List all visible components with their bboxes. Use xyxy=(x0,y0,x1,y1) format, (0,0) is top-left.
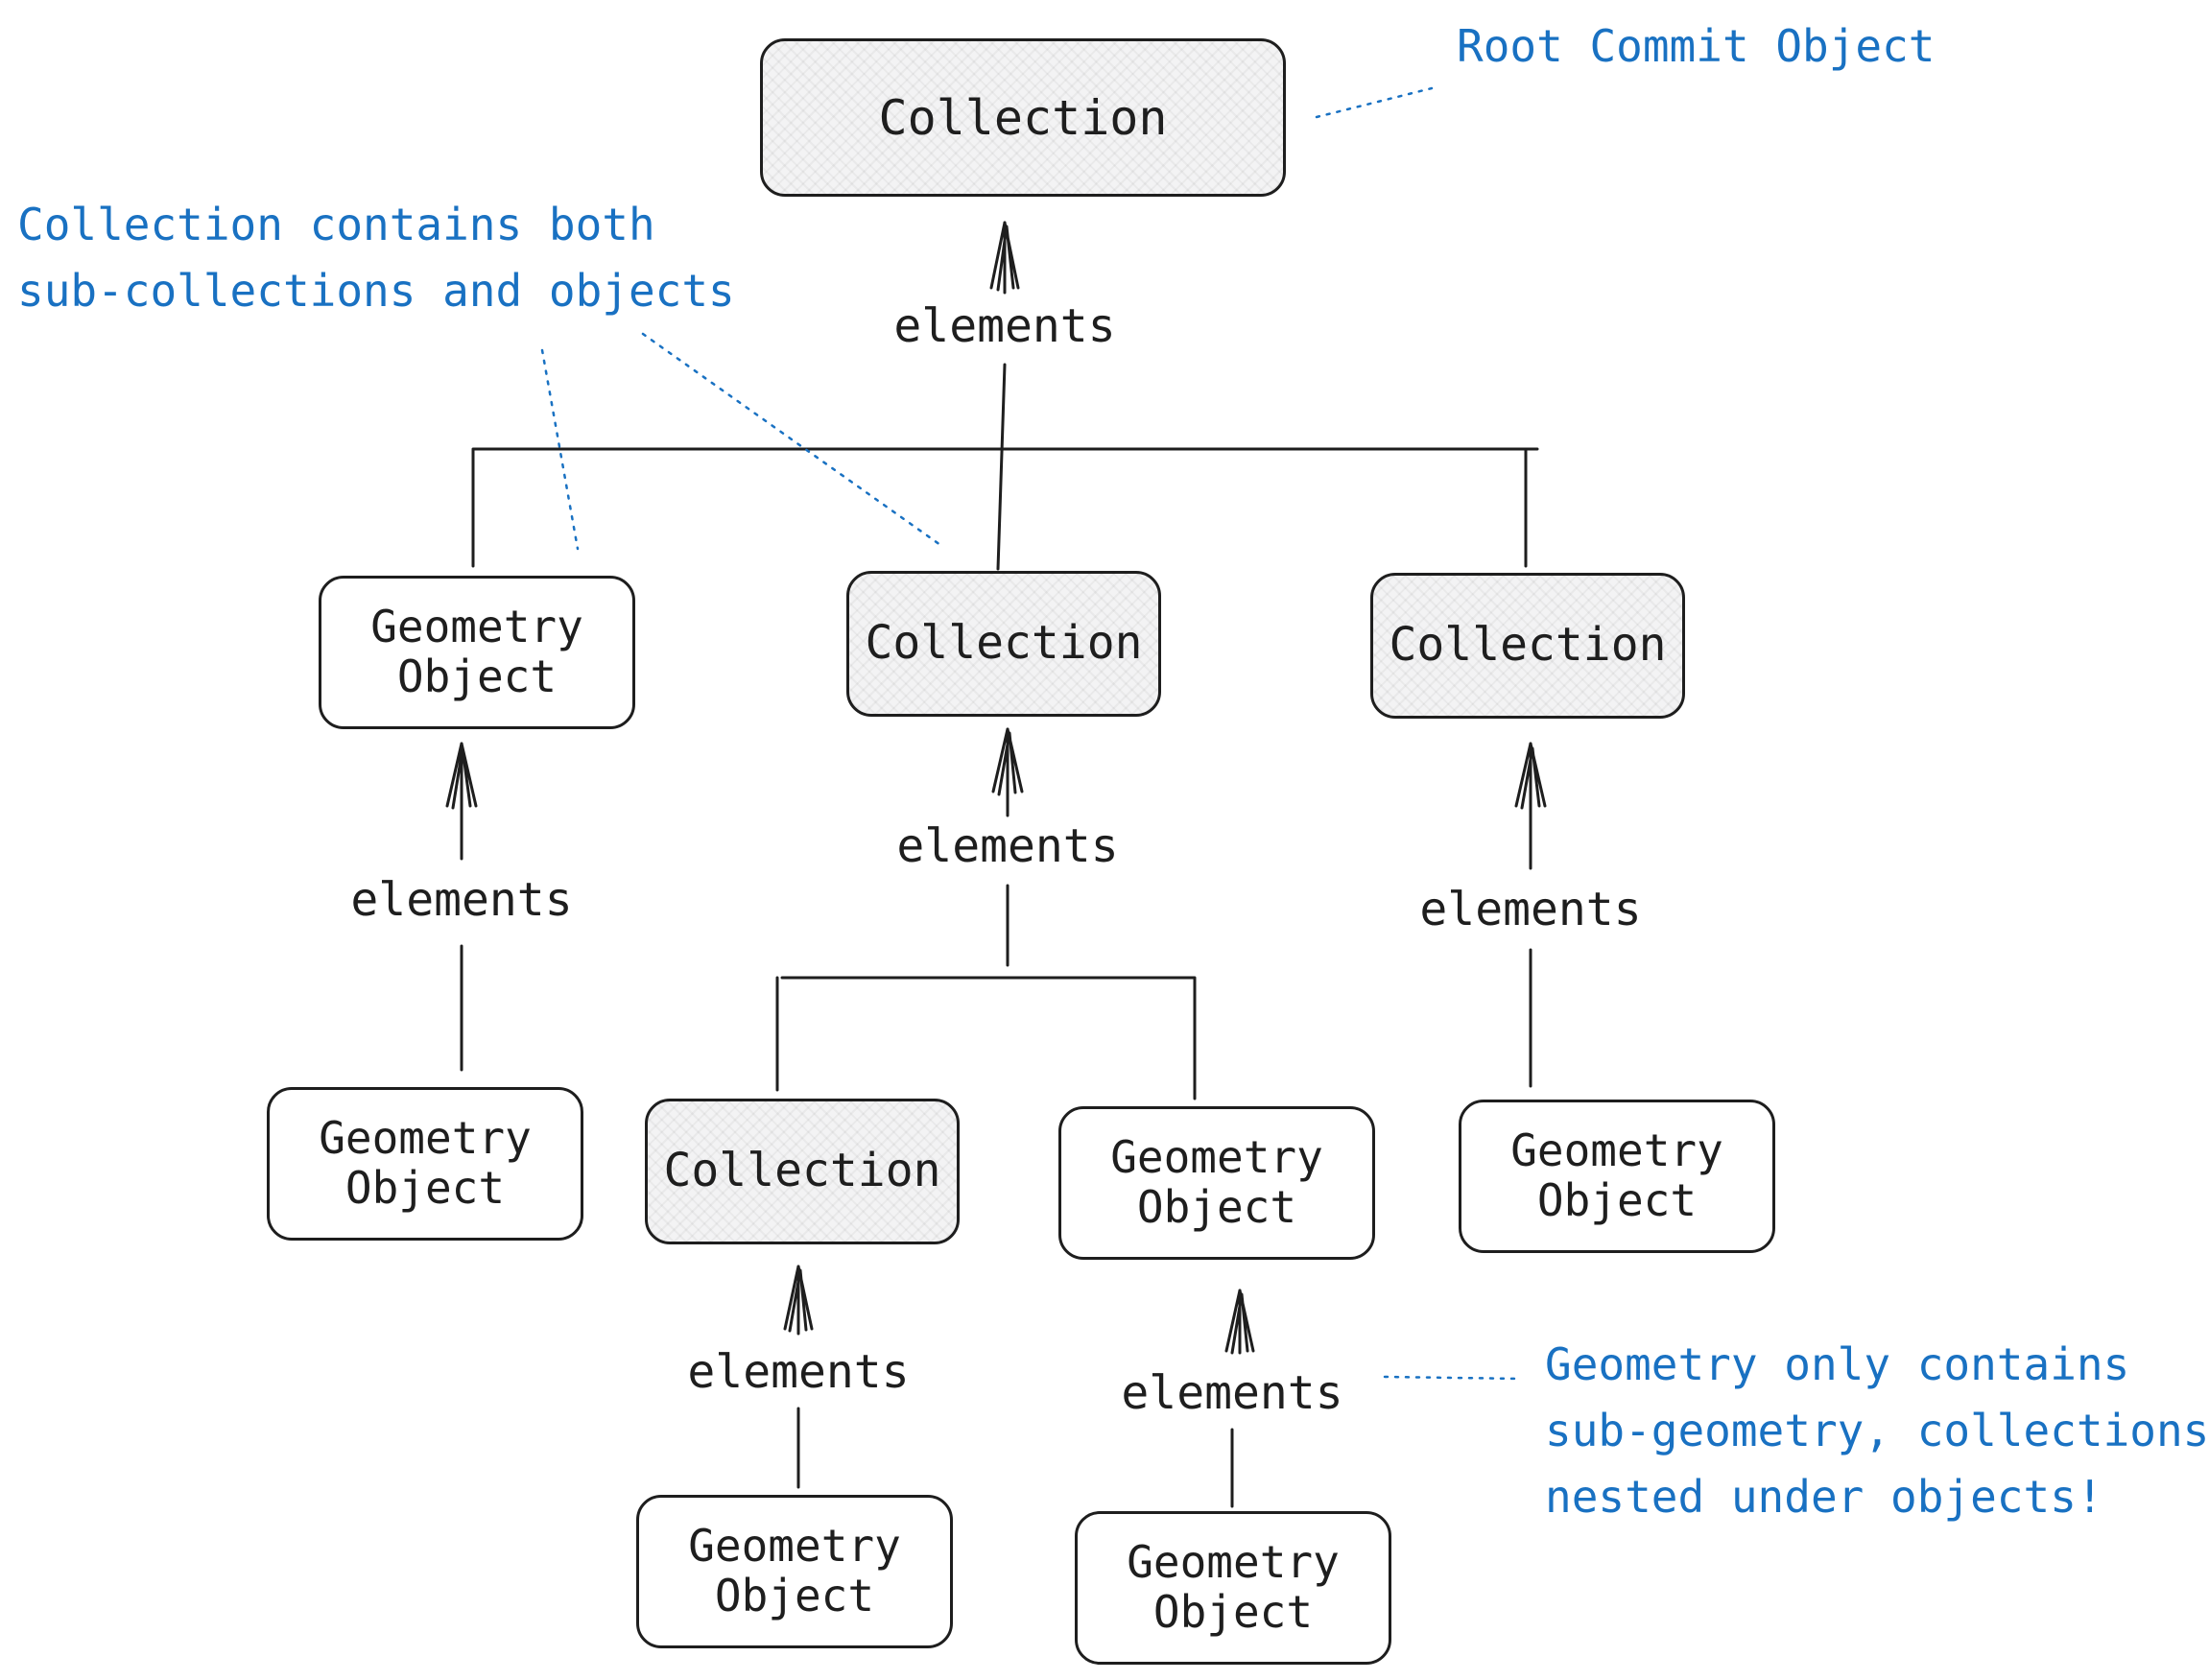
edge-label-elements: elements xyxy=(681,1345,915,1399)
edge-l1-to-root-arrowhead xyxy=(989,221,1020,292)
edge-l2-to-l1mid-arrowhead xyxy=(991,727,1024,796)
annotation-geometry-contents: Geometry only contains sub-geometry, col… xyxy=(1545,1332,2209,1530)
annotation-line: sub-collections and objects xyxy=(17,265,735,317)
node-label: Collection xyxy=(878,89,1168,146)
edge-l2geo-to-l1right-arrowhead xyxy=(1514,742,1547,810)
node-label-line-1: Geometry xyxy=(1127,1536,1340,1589)
annotation-leader-root xyxy=(1315,86,1434,119)
edge-l2-to-l1mid-bracket xyxy=(775,976,1197,1100)
edge-label-elements: elements xyxy=(344,873,579,927)
geometry-object-node[interactable]: Geometry Object xyxy=(1075,1511,1391,1665)
geometry-object-node[interactable]: Geometry Object xyxy=(1459,1100,1775,1253)
collection-node-lower[interactable]: Collection xyxy=(645,1099,960,1244)
annotation-line: Root Commit Object xyxy=(1457,20,1936,72)
node-label-line-2: Object xyxy=(714,1570,875,1621)
annotation-line: Geometry only contains xyxy=(1545,1338,2130,1390)
node-label: Collection xyxy=(663,1144,941,1198)
node-label-line-2: Object xyxy=(344,1162,506,1214)
node-label-line-1: Geometry xyxy=(688,1520,901,1573)
annotation-line: sub-geometry, collections xyxy=(1545,1405,2209,1456)
edge-l1-to-root-bracket xyxy=(471,447,1539,568)
node-label-line-1: Geometry xyxy=(1110,1131,1323,1184)
annotation-root-commit: Root Commit Object xyxy=(1457,13,1936,80)
edge-l2geo-to-l1geo-arrowhead xyxy=(445,742,478,810)
geometry-object-node[interactable]: Geometry Object xyxy=(267,1087,583,1241)
collection-node-right[interactable]: Collection xyxy=(1370,573,1685,719)
root-collection-node[interactable]: Collection xyxy=(760,38,1286,197)
collection-node-middle[interactable]: Collection xyxy=(846,571,1161,717)
node-label-line-1: Geometry xyxy=(1510,1124,1723,1177)
node-label-line-2: Object xyxy=(1136,1181,1297,1233)
edge-l3geo-to-l2geo-arrowhead xyxy=(1224,1289,1255,1355)
node-label-line-1: Geometry xyxy=(319,1112,532,1165)
node-label-line-1: Geometry xyxy=(370,601,583,653)
node-label: Collection xyxy=(865,616,1143,671)
geometry-object-node[interactable]: Geometry Object xyxy=(1058,1106,1375,1260)
annotation-leader-geometry xyxy=(1383,1375,1523,1381)
edge-label-elements: elements xyxy=(888,299,1122,353)
edge-label-elements: elements xyxy=(1115,1366,1349,1420)
annotation-line: Collection contains both xyxy=(17,199,655,250)
edge-l3geo-to-l2coll-arrowhead xyxy=(783,1265,814,1333)
geometry-object-node[interactable]: Geometry Object xyxy=(636,1495,953,1648)
node-label-line-2: Object xyxy=(396,651,558,702)
geometry-object-node[interactable]: Geometry Object xyxy=(319,576,635,729)
annotation-line: nested under objects! xyxy=(1545,1471,2103,1523)
edge-label-elements: elements xyxy=(891,819,1125,873)
node-label-line-2: Object xyxy=(1152,1586,1314,1638)
node-label-line-2: Object xyxy=(1536,1174,1698,1226)
annotation-collection-contents: Collection contains both sub-collections… xyxy=(17,192,735,324)
annotation-leader-collection-geo xyxy=(540,348,580,551)
edge-label-elements: elements xyxy=(1413,883,1648,936)
annotation-leader-collection-mid xyxy=(641,332,942,547)
node-label: Collection xyxy=(1389,618,1667,673)
